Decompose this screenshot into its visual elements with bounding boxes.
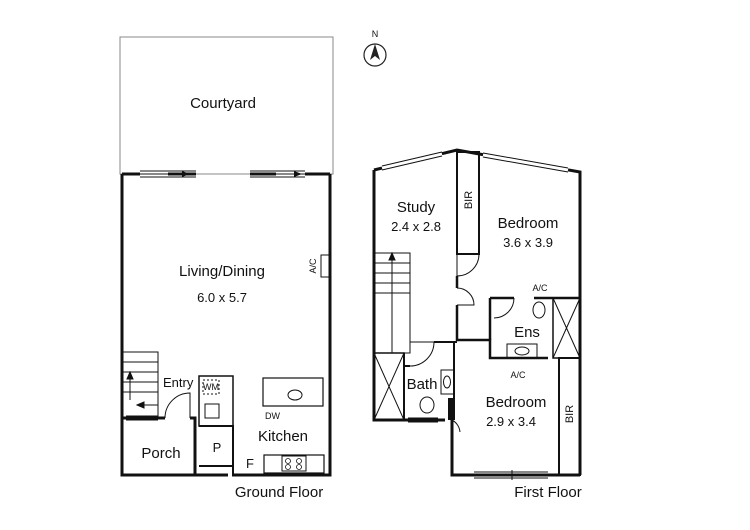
bedroom1-door-swing	[456, 253, 480, 277]
ensuite-label: Ens	[514, 324, 540, 341]
dw-label: DW	[265, 411, 280, 421]
bedroom2-size: 2.9 x 3.4	[486, 414, 536, 429]
entry-door-swing	[164, 392, 191, 419]
kitchen-bench	[263, 454, 325, 474]
courtyard-label: Courtyard	[190, 95, 256, 112]
bath-label: Bath	[407, 376, 438, 393]
north-compass-icon: N	[363, 29, 387, 67]
bir-wardrobe-right	[558, 357, 581, 476]
ensuite-vanity	[506, 343, 538, 359]
kitchen-label: Kitchen	[258, 428, 308, 445]
first-floor-plan: Study 2.4 x 2.8 BIR Bedroom 3.6 x 3.9 A/…	[372, 148, 582, 501]
ground-stairs	[122, 351, 159, 418]
toilet-icon	[532, 301, 546, 319]
bath-toilet-icon	[419, 396, 435, 414]
first-floor-title: First Floor	[514, 484, 582, 501]
first-stairs	[373, 251, 411, 354]
cooktop-icon	[281, 455, 307, 472]
compass-label: N	[372, 29, 379, 39]
porch-label: Porch	[141, 445, 180, 462]
bir-wardrobe-top	[456, 151, 480, 255]
study-label: Study	[397, 199, 436, 216]
sink-icon	[287, 389, 303, 401]
ac-unit	[320, 254, 330, 278]
living-dining-size: 6.0 x 5.7	[197, 290, 247, 305]
bath-door-swing	[409, 341, 435, 367]
bath-vanity	[440, 369, 455, 395]
entry-label: Entry	[163, 375, 194, 390]
ground-outer-wall-left	[120, 174, 228, 477]
washing-machine	[202, 379, 220, 395]
bir-top-label: BIR	[463, 191, 475, 209]
first-top-windows	[381, 152, 569, 172]
fridge-label: F	[246, 456, 254, 471]
ground-floor-title: Ground Floor	[235, 484, 323, 501]
bir-right-label: BIR	[564, 405, 576, 423]
bedroom1-label: Bedroom	[498, 215, 559, 232]
ground-outer-wall-right	[232, 174, 332, 477]
bedroom1-size: 3.6 x 3.9	[503, 235, 553, 250]
kitchen-island	[262, 377, 324, 407]
ground-floor-plan: Courtyard Living/Dining 6.0 x 5.7 A/C En…	[119, 36, 334, 501]
living-dining-label: Living/Dining	[179, 263, 265, 280]
bedroom2-label: Bedroom	[486, 394, 547, 411]
sliding-door-arrow-icon	[182, 171, 302, 177]
courtyard-window	[140, 170, 305, 178]
ac-label: A/C	[308, 258, 318, 274]
ac-bottom-label: A/C	[510, 370, 526, 380]
porch-window	[126, 415, 158, 421]
study-size: 2.4 x 2.8	[391, 219, 441, 234]
courtyard-area	[119, 36, 334, 175]
dryer	[204, 403, 220, 419]
pantry-label: P	[213, 440, 222, 455]
bedroom2-window	[474, 470, 548, 480]
bath-wall-block	[448, 398, 454, 420]
ensuite-door-swing	[493, 297, 515, 319]
wm-label: WM	[203, 382, 219, 392]
ac-top-label: A/C	[532, 283, 548, 293]
